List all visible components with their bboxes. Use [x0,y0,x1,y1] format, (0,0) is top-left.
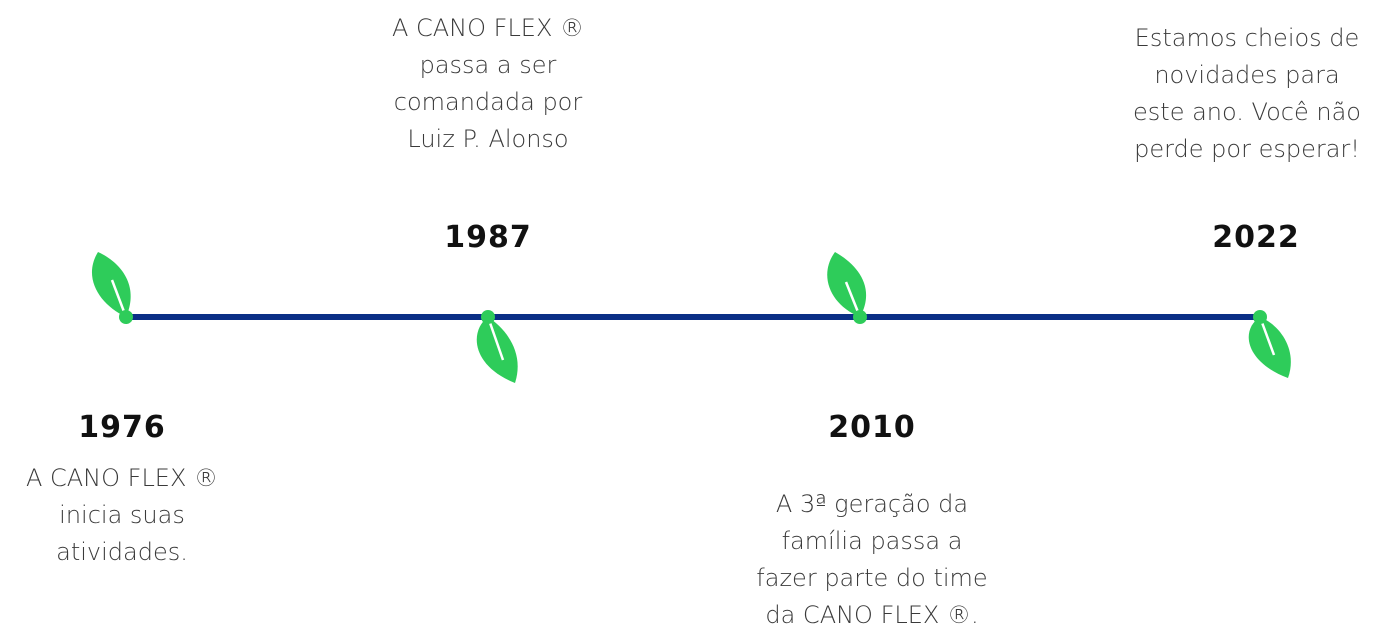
event-year: 1987 [444,220,532,255]
leaf-icon [827,252,867,324]
event-description: A 3ª geração da família passa a fazer pa… [756,490,988,629]
event-year: 1976 [78,410,166,445]
leaf-icon [91,252,133,324]
event-description: A CANO FLEX ® inicia suas atividades. [25,464,219,566]
event-description: Estamos cheios de novidades para este an… [1133,24,1361,163]
leaf-icon [1248,310,1291,378]
leaf-icon [476,310,518,383]
event-description: A CANO FLEX ® passa a ser comandada por … [391,14,585,153]
event-year: 2022 [1212,220,1300,255]
event-year: 2010 [828,410,916,445]
